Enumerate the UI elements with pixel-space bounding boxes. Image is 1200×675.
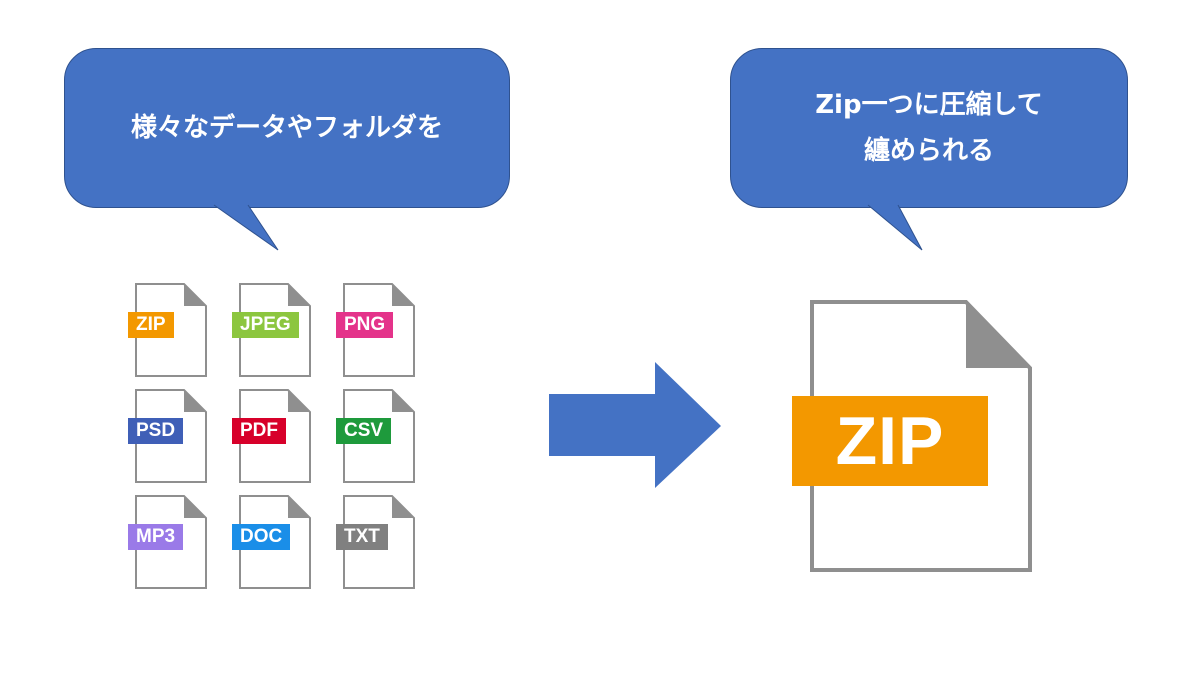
file-type-label: CSV xyxy=(336,418,392,444)
left-bubble-text: 様々なデータやフォルダを xyxy=(130,113,443,143)
file-type-label: DOC xyxy=(232,524,291,550)
file-type-label: ZIP xyxy=(128,312,174,338)
right-bubble-tail xyxy=(867,204,923,251)
right-arrow-icon xyxy=(549,362,721,488)
file-icon-csv: CSV xyxy=(336,388,422,484)
file-icon-png: PNG xyxy=(336,282,422,378)
file-icon-mp3: MP3 xyxy=(128,494,214,590)
file-icon-doc: DOC xyxy=(232,494,318,590)
left-bubble-tail xyxy=(213,204,279,251)
left-speech-bubble: 様々なデータやフォルダを xyxy=(64,48,510,208)
file-type-label: PNG xyxy=(336,312,394,338)
right-bubble-text-line2: 纏められる xyxy=(863,136,994,166)
right-bubble-text-line1: Zip一つに圧縮して xyxy=(815,90,1043,120)
file-type-label: TXT xyxy=(336,524,388,550)
file-type-label: PSD xyxy=(128,418,184,444)
file-type-label: JPEG xyxy=(232,312,299,338)
file-icon-psd: PSD xyxy=(128,388,214,484)
right-speech-bubble: Zip一つに圧縮して 纏められる xyxy=(730,48,1128,208)
file-icon-zip: ZIP xyxy=(128,282,214,378)
file-type-label: MP3 xyxy=(128,524,184,550)
file-icon-pdf: PDF xyxy=(232,388,318,484)
file-icon-jpeg: JPEG xyxy=(232,282,318,378)
zip-file-label: ZIP xyxy=(792,396,988,486)
file-icon-txt: TXT xyxy=(336,494,422,590)
file-type-label: PDF xyxy=(232,418,286,444)
